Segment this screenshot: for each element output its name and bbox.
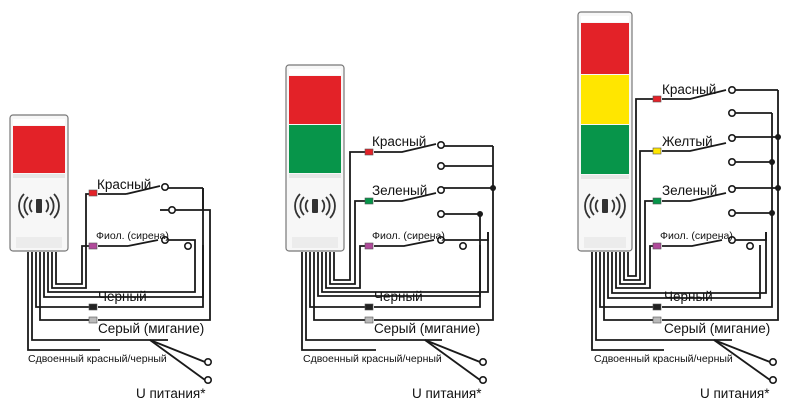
terminal-gray [652,316,662,324]
label-power: U питания* [136,386,206,401]
label-black: Черный [374,289,423,304]
terminal-yellow [652,147,662,155]
label-gray: Серый (мигание) [374,321,480,336]
label-red: Красный [662,82,716,97]
lamp-green [581,125,629,174]
label-yellow: Желтый [662,134,713,149]
label-power: U питания* [700,386,770,401]
label-dual: Сдвоенный красный/черный [303,353,442,365]
terminal-gray [364,316,374,324]
terminal-green [364,197,374,205]
label-red: Красный [97,177,151,192]
label-black: Черный [98,289,147,304]
lamp-red [13,126,65,173]
label-gray: Серый (мигание) [98,321,204,336]
lamp-yellow [581,75,629,124]
label-green: Зеленый [372,183,427,198]
label-dual: Сдвоенный красный/черный [28,353,167,365]
terminal-siren [88,242,98,250]
label-red: Красный [372,134,426,149]
terminal-red [364,148,374,156]
label-siren: Фиол. (сирена) [96,230,169,242]
lamp-red [289,76,341,124]
label-siren: Фиол. (сирена) [372,230,445,242]
tower-three-tier [577,11,779,381]
label-gray: Серый (мигание) [664,321,770,336]
terminal-green [652,197,662,205]
terminal-siren [364,242,374,250]
label-siren: Фиол. (сирена) [660,230,733,242]
tower-three-tier-labels: Красный Желтый Зеленый Фиол. (сирена) Че… [594,82,770,401]
tower-one-tier [9,114,211,381]
tower-two-tier [285,64,494,381]
label-green: Зеленый [662,183,717,198]
tower-one-tier-labels: Красный Фиол. (сирена) Черный Серый (миг… [28,177,206,401]
lamp-green [289,125,341,173]
label-power: U питания* [412,386,482,401]
terminal-black [364,303,374,311]
lamp-red [581,23,629,74]
terminal-siren [652,242,662,250]
terminal-black [652,303,662,311]
terminal-red [88,189,98,197]
tower-three-tier-nodes [652,86,781,384]
label-dual: Сдвоенный красный/черный [594,353,733,365]
tower-two-tier-labels: Красный Зеленый Фиол. (сирена) Черный Се… [303,134,482,401]
terminal-black [88,303,98,311]
label-black: Черный [664,289,713,304]
terminal-gray [88,316,98,324]
tower-one-tier-nodes [88,183,213,384]
tower-two-tier-nodes [364,141,496,384]
terminal-red [652,95,662,103]
